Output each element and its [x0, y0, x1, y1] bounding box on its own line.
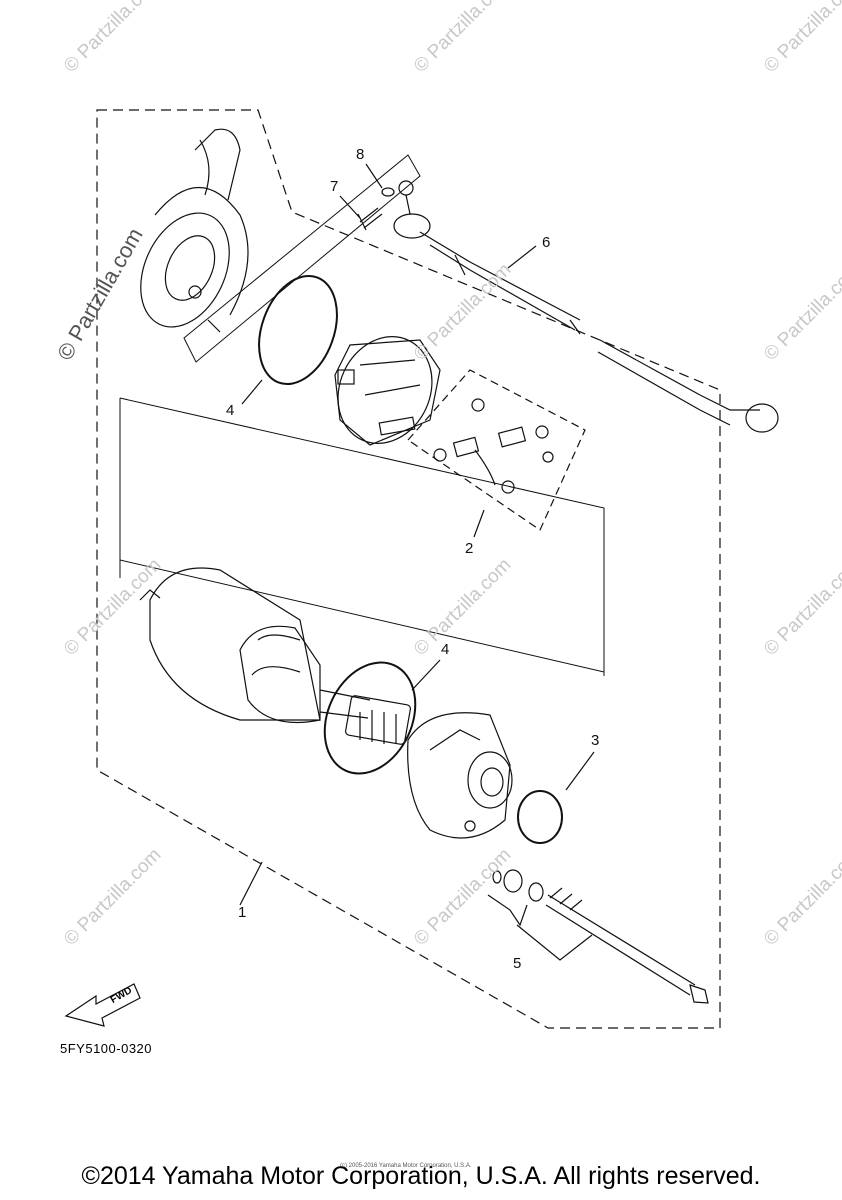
copyright-notice: ©2014 Yamaha Motor Corporation, U.S.A. A…: [81, 1162, 761, 1190]
washer-8: [381, 187, 395, 197]
brush-subassembly-dashed: [407, 369, 586, 531]
callout-6: 6: [542, 234, 551, 251]
callout-8: 8: [356, 146, 365, 163]
rear-cover-frame: [183, 154, 421, 363]
callout-3: 3: [591, 732, 600, 749]
leader-8: [365, 163, 383, 189]
tiny-credit: (c) 2005-2016 Yamaha Motor Corporation, …: [340, 1163, 472, 1169]
callout-4-upper: 4: [226, 402, 235, 419]
o-ring-3: [517, 790, 563, 844]
washer-5a: [503, 869, 523, 893]
leader-4b: [411, 659, 441, 691]
screw-7: [357, 207, 383, 231]
motor-yoke: [139, 567, 371, 724]
leader-5: [487, 894, 593, 961]
washer-5b: [528, 882, 544, 902]
brush-holder: [334, 336, 441, 446]
armature-shaft-gear: [345, 695, 411, 745]
through-bolt: [545, 887, 709, 1004]
o-ring-upper: [258, 274, 338, 386]
leader-6: [507, 245, 537, 269]
callout-4-lower: 4: [441, 641, 450, 658]
leader-3: [565, 751, 595, 791]
leader-2: [473, 509, 485, 538]
assembly-boundary-dashed: [96, 109, 721, 1029]
leader-1: [239, 861, 263, 906]
fwd-arrow-icon: [64, 983, 141, 1027]
diagram-code: 5FY5100-0320: [60, 1041, 153, 1056]
callout-7: 7: [330, 178, 339, 195]
callout-1: 1: [238, 904, 247, 921]
brushes-and-springs: [433, 398, 554, 494]
leader-7: [339, 195, 361, 219]
lead-wire: [393, 180, 779, 433]
front-cover: [407, 712, 513, 839]
o-ring-lower: [323, 661, 417, 775]
rear-end-cover: [140, 128, 249, 333]
callout-2: 2: [465, 540, 474, 557]
leader-4a: [241, 379, 263, 405]
callout-5: 5: [513, 955, 522, 972]
washer-small: [492, 870, 502, 884]
